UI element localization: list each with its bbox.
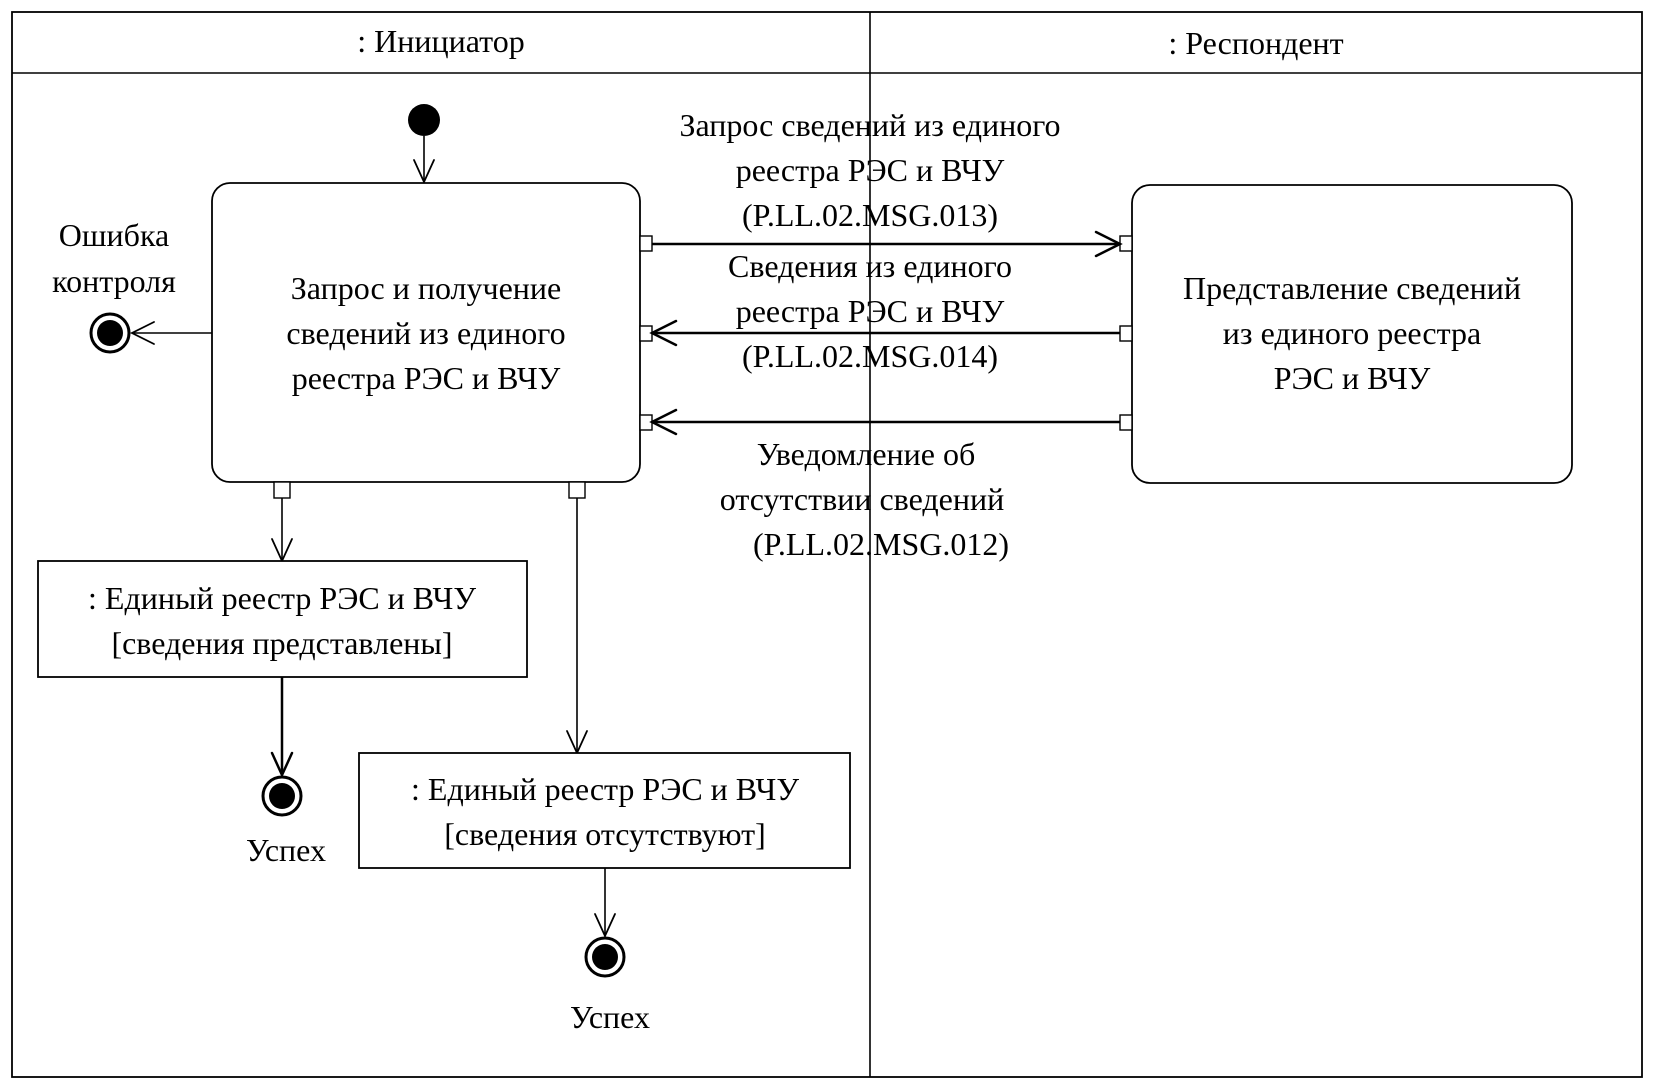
message-msg012-line-3: (P.LL.02.MSG.012) [753,526,1009,562]
input-pin-msg013 [1119,235,1133,252]
output-pin-msg014 [1119,325,1133,342]
input-pin-msg014 [639,325,653,342]
object-provided-line-2: [сведения представлены] [111,625,452,661]
arrowhead-icon [1094,230,1123,258]
arrowhead-icon [649,319,678,347]
action-provide-line-1: Представление сведений [1183,270,1521,306]
message-msg014-line-1: Сведения из единого [728,248,1012,284]
message-msg014-line-3: (P.LL.02.MSG.014) [742,338,998,374]
message-msg013-line-1: Запрос сведений из единого [679,107,1060,143]
action-request-line-3: реестра РЭС и ВЧУ [292,360,561,396]
action-provide-line-3: РЭС и ВЧУ [1274,360,1431,396]
action-request-line-1: Запрос и получение [291,270,561,306]
arrowhead-icon [649,408,678,436]
arrowhead-icon [413,159,435,185]
arrowhead-icon [129,321,155,345]
action-provide-line-2: из единого реестра [1223,315,1481,351]
object-provided-line-1: : Единый реестр РЭС и ВЧУ [88,580,476,616]
message-msg013-line-2: реестра РЭС и ВЧУ [736,152,1005,188]
message-msg013-line-3: (P.LL.02.MSG.013) [742,197,998,233]
output-pin-msg012 [1119,414,1133,431]
final-error-label-line-2: контроля [52,263,176,299]
object-absent-line-2: [сведения отсутствуют] [444,816,765,852]
initial-node-icon [408,104,440,136]
final-error-label-line-1: Ошибка [59,217,169,253]
object-node-provided [37,560,528,678]
swimlane-header-initiator: : Инициатор [357,23,524,59]
final-node-error-icon [89,312,131,354]
arrowhead-icon [270,751,294,779]
arrowhead-icon [594,913,616,939]
message-msg012-line-2: отсутствии сведений [720,481,1004,517]
message-msg012-line-1: Уведомление об [757,436,976,472]
final-success-2-label: Успех [570,999,650,1035]
output-pin-absent [568,481,586,499]
output-pin-msg013 [639,235,653,252]
final-success-1-label: Успех [246,832,326,868]
input-pin-msg012 [639,414,653,431]
diagram-border [11,11,1643,1078]
swimlane-frame [11,11,1643,1078]
final-node-success-2-icon [584,936,626,978]
final-node-success-1-icon [261,775,303,817]
message-msg014-line-2: реестра РЭС и ВЧУ [736,293,1005,329]
object-absent-line-1: : Единый реестр РЭС и ВЧУ [411,771,799,807]
object-node-absent [358,752,851,869]
swimlane-header-respondent: : Респондент [1168,25,1343,61]
action-request-line-2: сведений из единого [286,315,565,351]
output-pin-provided [273,481,291,499]
